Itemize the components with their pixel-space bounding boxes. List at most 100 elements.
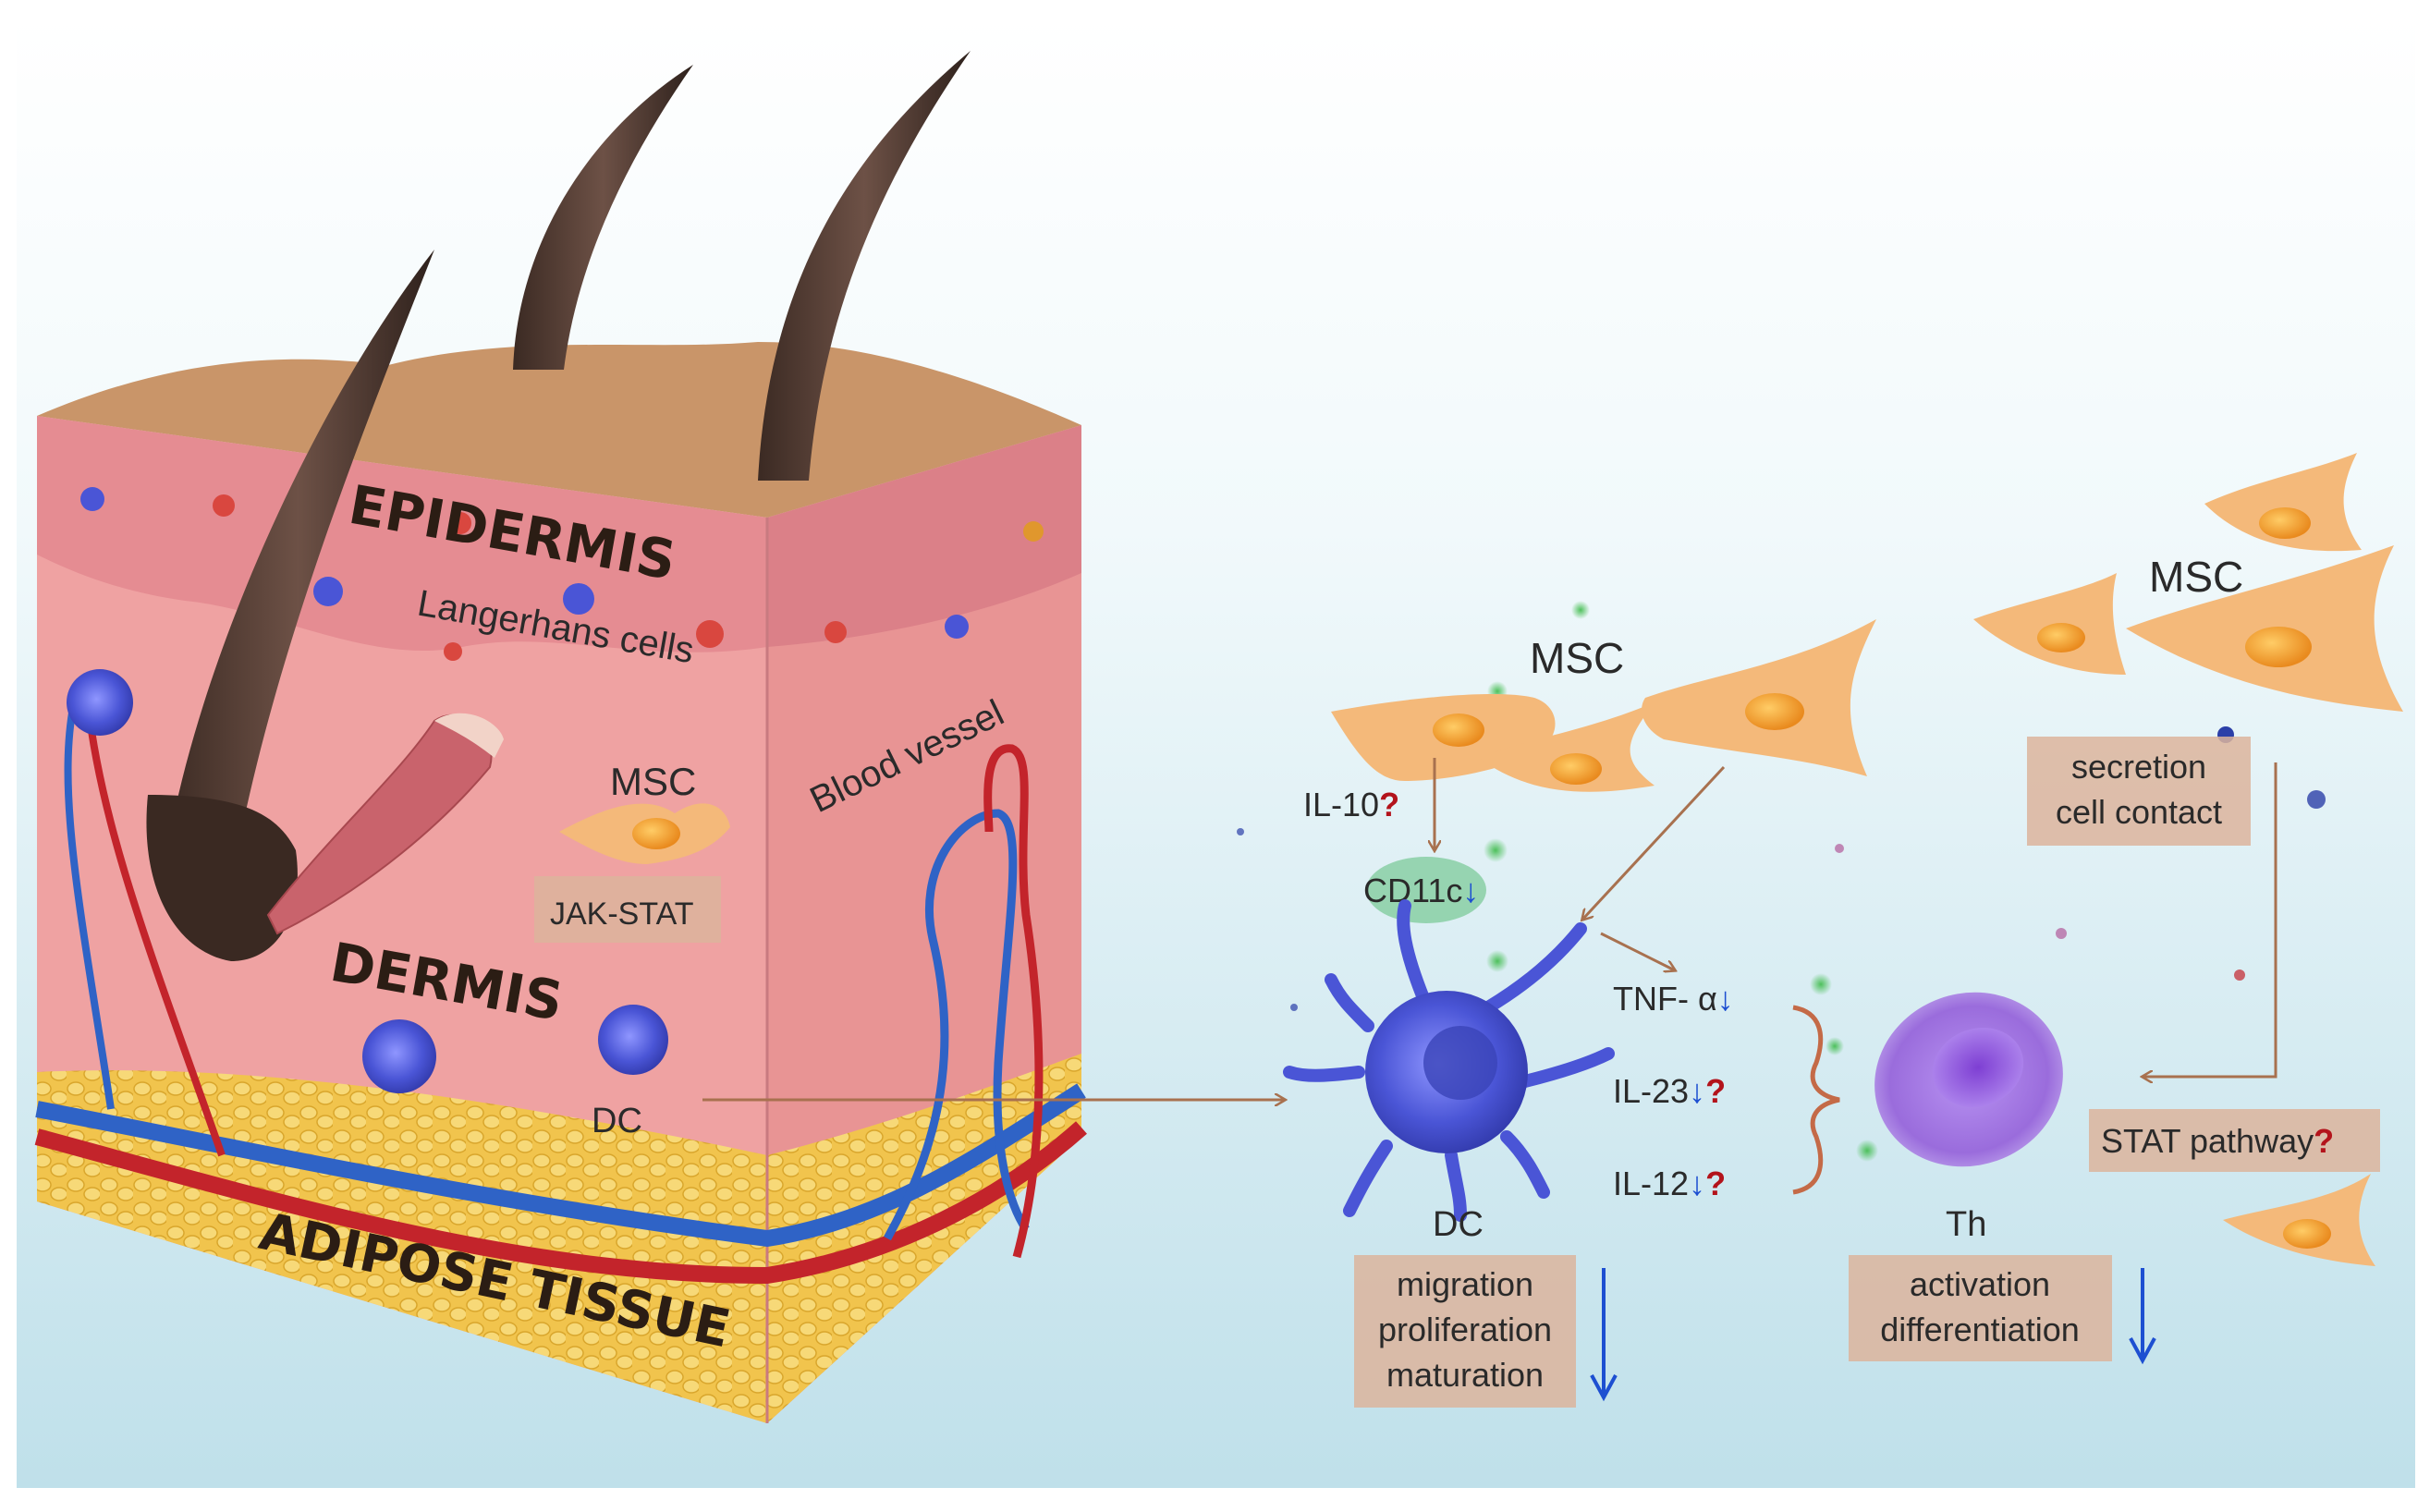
- langerhans-cell: [213, 494, 235, 517]
- langerhans-cell: [945, 615, 969, 639]
- secretion-dot: [2307, 790, 2326, 809]
- artery-branch-left: [84, 701, 226, 1157]
- msc-to-dc-arrow: [1582, 765, 1726, 920]
- stat-pathway-label: STAT pathway?: [2101, 1122, 2334, 1160]
- msc-cell: [1479, 702, 1655, 792]
- th-down-arrow-icon: [2129, 1268, 2156, 1365]
- th-down-arrow-head: [2129, 1337, 2156, 1365]
- msc-right-label: MSC: [2149, 553, 2243, 601]
- secretion-dot: [1856, 1140, 1878, 1162]
- secretion-dot: [1484, 838, 1508, 862]
- th-label: Th: [1946, 1205, 1986, 1244]
- secretion-dot: [1826, 1037, 1844, 1055]
- msc-cell-body: [1973, 573, 2126, 675]
- msc-skin-label: MSC: [610, 760, 696, 803]
- secretion-dot: [1237, 828, 1244, 835]
- il23-question-icon: ?: [1705, 1072, 1726, 1110]
- adipose-front: [37, 1070, 767, 1423]
- dc-dendrites: [1283, 899, 1615, 1222]
- msc-cell: [1973, 573, 2126, 675]
- dermal-dc-cell: [67, 669, 133, 736]
- langerhans-cell: [444, 642, 462, 661]
- jak-stat-label: JAK-STAT: [550, 896, 694, 932]
- il10-text: IL-10: [1303, 786, 1379, 823]
- msc-cluster-center: [1331, 619, 1876, 792]
- secretion-dot: [1486, 950, 1508, 972]
- secretion-dot: [1290, 1004, 1298, 1011]
- msc-cluster-right: [1973, 453, 2403, 1266]
- dc-dendrite: [1519, 1047, 1615, 1088]
- dendritic-cell: [1283, 899, 1615, 1222]
- msc-cell-body: [2204, 453, 2362, 552]
- il12-label: IL-12↓?: [1613, 1164, 1726, 1202]
- cd11c-label: CD11c↓: [1363, 872, 1479, 909]
- msc-nucleus: [632, 818, 680, 849]
- dc-nucleus: [1423, 1026, 1497, 1100]
- dc-dendrite: [1343, 1140, 1393, 1217]
- il12-down-arrow-icon: ↓: [1689, 1164, 1705, 1202]
- stat-question-icon: ?: [2314, 1122, 2334, 1160]
- th-cell: [1874, 992, 2063, 1167]
- msc-nucleus: [1550, 753, 1602, 785]
- dc-dendrite: [1397, 899, 1430, 1005]
- msc-nucleus: [1745, 693, 1804, 730]
- th-nucleus: [1932, 1027, 2024, 1108]
- dc-effect-migration: migration: [1397, 1265, 1533, 1303]
- vein-main: [35, 1083, 1086, 1248]
- dc-down-arrow-head: [1590, 1374, 1618, 1402]
- dc-dendrite: [1283, 1066, 1365, 1082]
- msc-nucleus: [2259, 507, 2311, 539]
- langerhans-cell: [563, 583, 594, 615]
- msc-cell: [2126, 545, 2403, 712]
- dc-to-cytokine-arrow: [1600, 932, 1675, 970]
- il10-label: IL-10?: [1303, 786, 1399, 823]
- tnf-down-arrow-icon: ↓: [1717, 980, 1734, 1018]
- dc-dendrite: [1325, 973, 1374, 1032]
- stat-pathway-box: [2089, 1109, 2380, 1172]
- il12-text: IL-12: [1613, 1164, 1689, 1202]
- secretion-dot: [1835, 844, 1844, 853]
- msc-cell: [2204, 453, 2362, 552]
- secretion-dot: [1571, 601, 1590, 619]
- langerhans-cells: [80, 487, 1044, 661]
- th-effects-box: [1849, 1255, 2112, 1361]
- muscle-tendon: [434, 713, 504, 758]
- hair-follicle-bulb: [146, 795, 298, 961]
- dc-effect-maturation: maturation: [1386, 1356, 1544, 1394]
- cd11c-text: CD11c: [1363, 872, 1462, 909]
- msc-cell-body: [2126, 545, 2403, 712]
- il23-down-arrow-icon: ↓: [1689, 1072, 1705, 1110]
- dermal-dc-cells: [67, 669, 668, 1093]
- langerhans-cell: [696, 620, 724, 648]
- artery-main: [34, 1121, 1087, 1285]
- langerhans-cell: [449, 512, 471, 534]
- dermal-dc-cell: [362, 1019, 436, 1093]
- hair-shaft-right: [758, 51, 971, 481]
- epidermis-band-right: [767, 425, 1081, 647]
- msc-cell-body: [1479, 702, 1655, 792]
- dermal-dc-cell: [598, 1005, 668, 1075]
- dc-effect-proliferation: proliferation: [1378, 1311, 1552, 1348]
- langerhans-cell: [313, 577, 343, 606]
- tnf-text: TNF- α: [1613, 980, 1717, 1018]
- hair-shaft-middle: [513, 65, 693, 370]
- dc-dendrite: [1500, 1130, 1550, 1199]
- langerhans-cell: [1023, 521, 1044, 542]
- cd11c-down-arrow-icon: ↓: [1462, 872, 1479, 909]
- il12-question-icon: ?: [1705, 1164, 1726, 1202]
- msc-center-label: MSC: [1530, 634, 1624, 682]
- dc-effects-box: [1354, 1255, 1576, 1408]
- cd11c-marker: [1366, 857, 1486, 923]
- dc-pathway-label: DC: [1433, 1205, 1484, 1244]
- msc-to-th-arrow: [2143, 762, 2277, 1077]
- msc-cell-dermis: [559, 803, 730, 864]
- mechanism-secretion: secretion: [2071, 748, 2206, 786]
- hair-shaft-long: [162, 250, 434, 887]
- dc-dendrite: [1482, 922, 1587, 1014]
- tnf-label: TNF- α↓: [1613, 980, 1734, 1018]
- stat-pathway-text: STAT pathway: [2101, 1122, 2314, 1160]
- il10-question-icon: ?: [1379, 786, 1399, 823]
- artery-loop-right: [983, 744, 1044, 1259]
- vein-branch-left: [64, 701, 115, 1110]
